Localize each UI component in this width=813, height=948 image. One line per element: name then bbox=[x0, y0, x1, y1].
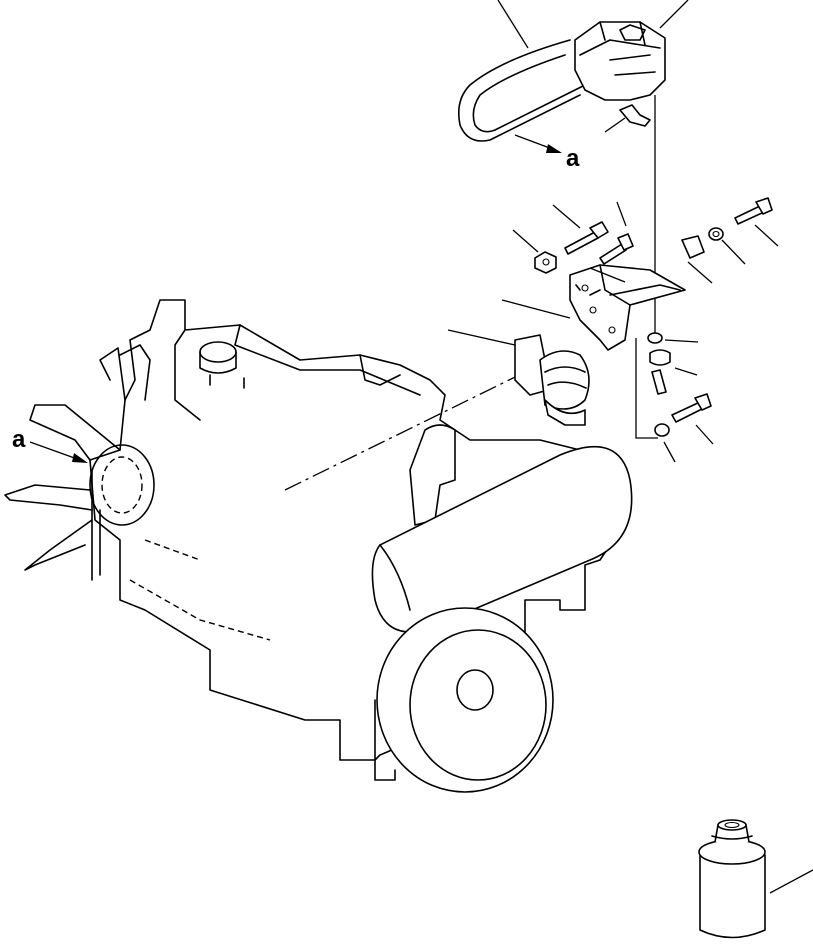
filter-canister bbox=[698, 819, 766, 939]
engine-assembly bbox=[4, 299, 633, 793]
leader-lines bbox=[447, 0, 813, 894]
mounting-bracket bbox=[569, 264, 686, 351]
view-arrows bbox=[29, 134, 562, 463]
idler-unit bbox=[514, 334, 590, 426]
compressor-assembly bbox=[457, 21, 666, 340]
arrow-head-icon bbox=[546, 144, 562, 153]
view-label-a-belt: a bbox=[566, 145, 580, 172]
fastener-hardware bbox=[534, 197, 773, 439]
view-label-a-fan: a bbox=[12, 426, 26, 453]
arrow-head-icon bbox=[72, 453, 88, 463]
